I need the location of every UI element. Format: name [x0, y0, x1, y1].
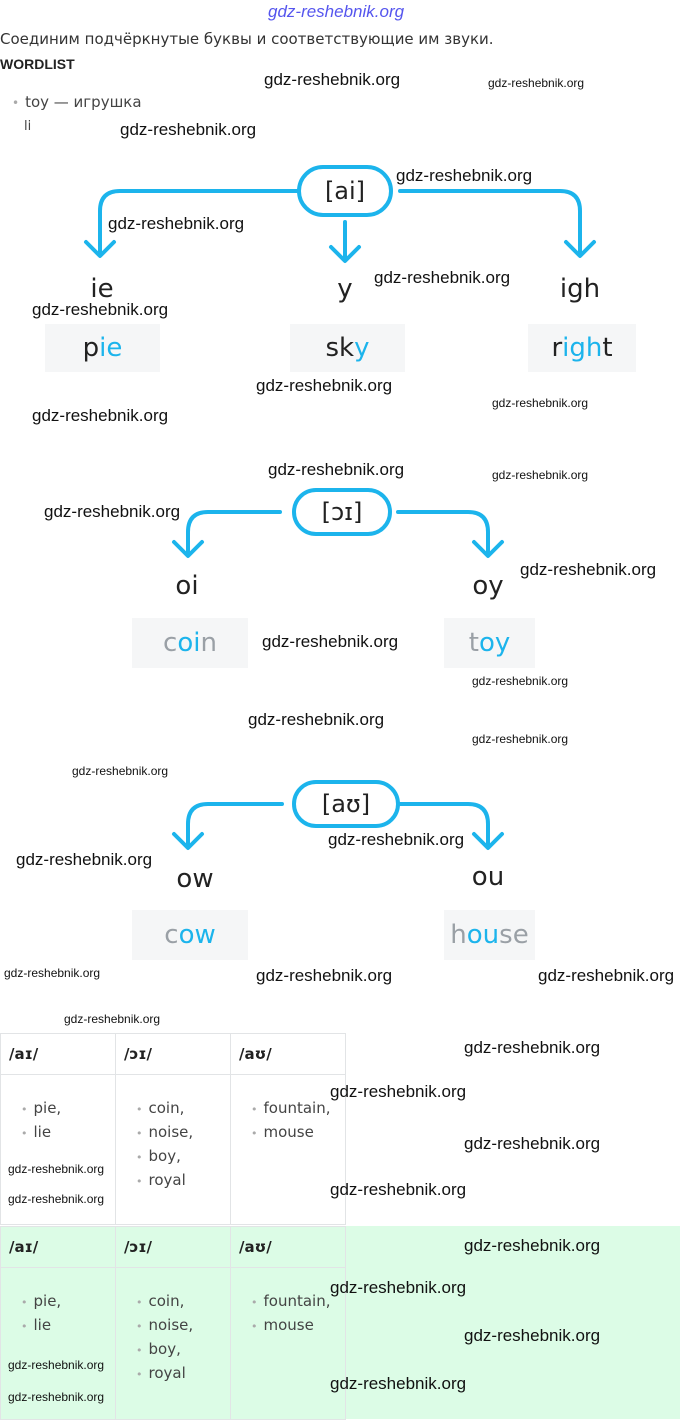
watermark: gdz-reshebnik.org	[330, 1278, 467, 1297]
wordlist-item: toy — игрушка	[12, 93, 141, 111]
site-header-link[interactable]: gdz-reshebnik.org	[268, 2, 405, 21]
watermark: gdz-reshebnik.org	[256, 376, 393, 395]
watermark: gdz-reshebnik.org	[262, 632, 399, 651]
watermark: gdz-reshebnik.org	[120, 120, 257, 139]
watermark: gdz-reshebnik.org	[538, 966, 675, 985]
spelling-label: ow	[176, 864, 214, 894]
table-cell: coin,noise,boy,royal	[115, 1267, 231, 1420]
watermark: gdz-reshebnik.org	[472, 674, 569, 688]
table-cell: fountain,mouse	[230, 1074, 346, 1225]
spelling-label: igh	[559, 274, 601, 304]
watermark: gdz-reshebnik.org	[492, 468, 589, 482]
spelling-label: oi	[175, 571, 199, 601]
watermark: gdz-reshebnik.org	[330, 1374, 467, 1393]
watermark: gdz-reshebnik.org	[4, 966, 101, 980]
table-cell: coin,noise,boy,royal	[115, 1074, 231, 1225]
watermark: gdz-reshebnik.org	[8, 1358, 105, 1372]
watermark: gdz-reshebnik.org	[16, 850, 153, 869]
watermark: gdz-reshebnik.org	[472, 732, 569, 746]
table-header: /aʊ/	[230, 1033, 346, 1075]
spelling-label: ou	[471, 862, 505, 892]
sound-pill: [ai]	[297, 165, 393, 217]
sounds-table-answer: /aɪ//ɔɪ//aʊ/ pie,lie coin,noise,boy,roya…	[0, 1226, 346, 1420]
table-header: /ɔɪ/	[115, 1226, 231, 1268]
watermark: gdz-reshebnik.org	[464, 1236, 601, 1255]
watermark: gdz-reshebnik.org	[492, 396, 589, 410]
watermark: gdz-reshebnik.org	[328, 830, 465, 849]
wordlist-title: WORDLIST	[0, 56, 75, 72]
intro-text: Соединим подчёркнутые буквы и соответств…	[0, 30, 494, 48]
table-header: /ɔɪ/	[115, 1033, 231, 1075]
watermark: gdz-reshebnik.org	[464, 1326, 601, 1345]
table-header: /aʊ/	[230, 1226, 346, 1268]
watermark: gdz-reshebnik.org	[8, 1162, 105, 1176]
watermark: gdz-reshebnik.org	[248, 710, 385, 729]
watermark: gdz-reshebnik.org	[264, 70, 401, 89]
watermark: gdz-reshebnik.org	[256, 966, 393, 985]
table-header: /aɪ/	[0, 1033, 116, 1075]
spelling-label: ie	[90, 274, 114, 304]
table-cell: pie,lie	[0, 1074, 116, 1225]
table-cell: fountain,mouse	[230, 1267, 346, 1420]
watermark: gdz-reshebnik.org	[520, 560, 657, 579]
watermark: gdz-reshebnik.org	[374, 268, 511, 287]
watermark: gdz-reshebnik.org	[108, 214, 245, 233]
table-header: /aɪ/	[0, 1226, 116, 1268]
watermark: gdz-reshebnik.org	[72, 764, 169, 778]
spelling-label: oy	[472, 571, 504, 601]
sound-pill: [ɔɪ]	[292, 488, 392, 536]
watermark: gdz-reshebnik.org	[8, 1192, 105, 1206]
watermark: gdz-reshebnik.org	[268, 460, 405, 479]
watermark: gdz-reshebnik.org	[330, 1180, 467, 1199]
watermark: gdz-reshebnik.org	[464, 1134, 601, 1153]
watermark: gdz-reshebnik.org	[32, 300, 169, 319]
diagram-arrows	[84, 189, 596, 850]
table-cell: pie,lie	[0, 1267, 116, 1420]
watermark: gdz-reshebnik.org	[64, 1012, 161, 1026]
watermark: gdz-reshebnik.org	[32, 406, 169, 425]
watermark: gdz-reshebnik.org	[396, 166, 533, 185]
sounds-table: /aɪ//ɔɪ//aʊ/ pie,lie coin,noise,boy,roya…	[0, 1033, 346, 1225]
watermark: gdz-reshebnik.org	[488, 76, 585, 90]
watermark: gdz-reshebnik.org	[44, 502, 181, 521]
wordlist-item: li	[24, 119, 32, 134]
watermark: gdz-reshebnik.org	[8, 1390, 105, 1404]
spelling-label: y	[337, 274, 353, 304]
sound-pill: [aʊ]	[292, 780, 400, 828]
watermark: gdz-reshebnik.org	[330, 1082, 467, 1101]
watermark: gdz-reshebnik.org	[464, 1038, 601, 1057]
